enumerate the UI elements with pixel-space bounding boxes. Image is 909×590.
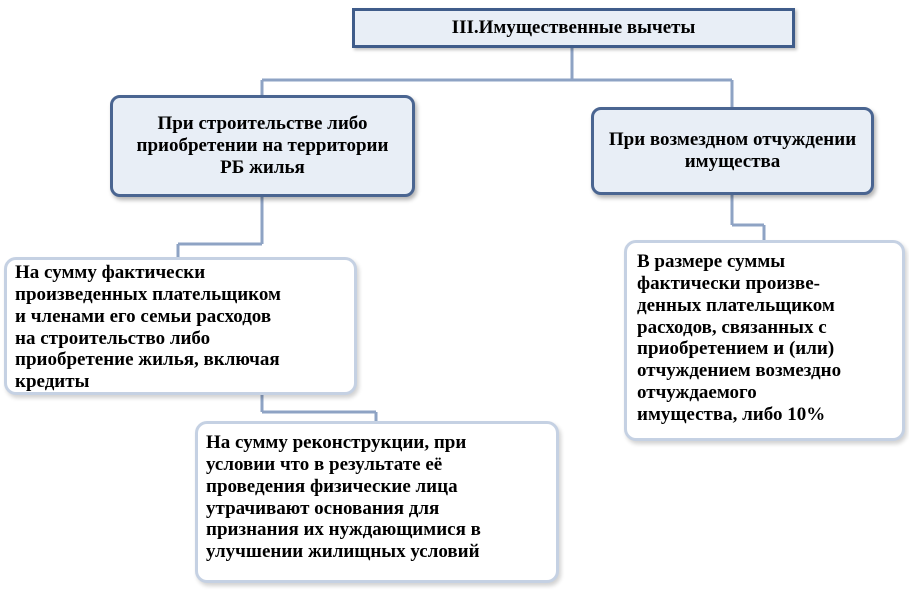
left-branch-item-1: На сумму фактически произведенных плател… [4,257,357,395]
right-branch-heading-text: При возмездном отчуждении имущества [608,129,857,172]
diagram-title: III.Имущественные вычеты [352,8,795,48]
right-branch-heading: При возмездном отчуждении имущества [591,107,874,195]
left-branch-item-2: На сумму реконструкции, при условии что … [195,421,559,583]
right-branch-item-1: В размере суммы фактически произве- денн… [624,240,905,441]
left-branch-heading-text: При строительстве либо приобретении на т… [136,113,389,178]
left-branch-heading: При строительстве либо приобретении на т… [110,95,415,197]
